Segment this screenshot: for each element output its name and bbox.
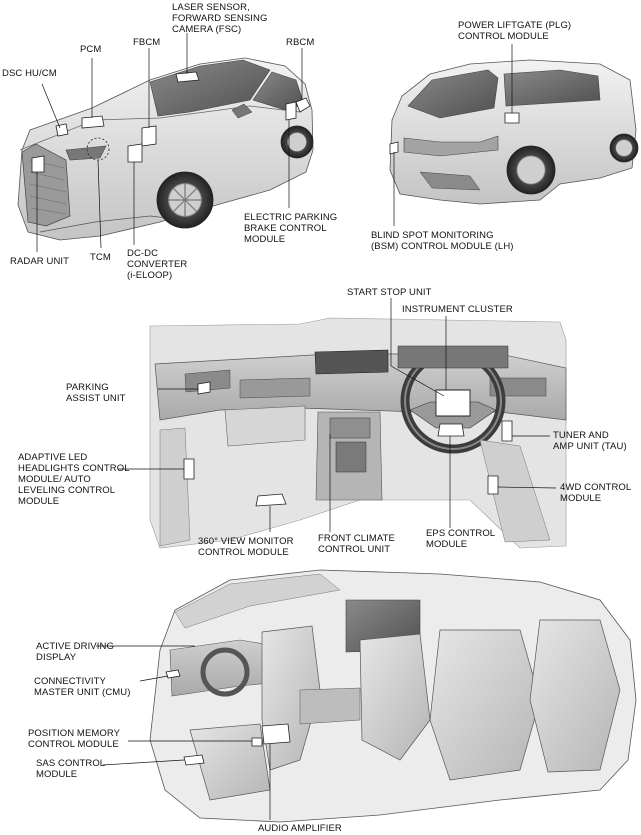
label-dsc-hu-cm: DSC HU/CM <box>2 68 57 79</box>
dashboard-illustration <box>149 317 567 549</box>
label-audio-amplifier: AUDIO AMPLIFIER <box>258 823 342 834</box>
label-instrument-cluster: INSTRUMENT CLUSTER <box>402 304 513 315</box>
label-tcm: TCM <box>90 252 111 263</box>
label-sas-control-module: SAS CONTROL MODULE <box>36 758 106 780</box>
label-active-driving: ACTIVE DRIVING DISPLAY <box>36 641 114 663</box>
label-parking-assist: PARKING ASSIST UNIT <box>66 382 126 404</box>
label-bsm-control-module: BLIND SPOT MONITORING (BSM) CONTROL MODU… <box>371 230 514 252</box>
label-4wd-control-module: 4WD CONTROL MODULE <box>560 482 632 504</box>
label-pcm: PCM <box>80 44 102 55</box>
label-dc-dc-converter: DC-DC CONVERTER (i-ELOOP) <box>127 248 188 281</box>
label-start-stop-unit: START STOP UNIT <box>347 287 432 298</box>
label-360-view-monitor: 360° VIEW MONITOR CONTROL MODULE <box>198 536 294 558</box>
interior-illustration <box>149 569 637 823</box>
label-fbcm: FBCM <box>133 37 161 48</box>
label-adaptive-led: ADAPTIVE LED HEADLIGHTS CONTROL MODULE/ … <box>18 452 130 507</box>
label-cmu: CONNECTIVITY MASTER UNIT (CMU) <box>34 676 131 698</box>
leader-lines <box>36 33 557 820</box>
rear-car-illustration <box>389 59 639 205</box>
front-car-illustration <box>17 57 314 241</box>
label-rbcm: RBCM <box>286 37 315 48</box>
label-laser-sensor: LASER SENSOR, FORWARD SENSING CAMERA (FS… <box>172 2 268 35</box>
label-plg-control-module: POWER LIFTGATE (PLG) CONTROL MODULE <box>458 20 572 42</box>
label-epb-control-module: ELECTRIC PARKING BRAKE CONTROL MODULE <box>244 212 338 245</box>
label-tuner-amp-unit: TUNER AND AMP UNIT (TAU) <box>553 430 627 452</box>
label-eps-control-module: EPS CONTROL MODULE <box>426 528 496 550</box>
label-radar-unit: RADAR UNIT <box>10 256 70 267</box>
label-front-climate: FRONT CLIMATE CONTROL UNIT <box>318 533 395 555</box>
label-position-memory: POSITION MEMORY CONTROL MODULE <box>28 728 121 750</box>
